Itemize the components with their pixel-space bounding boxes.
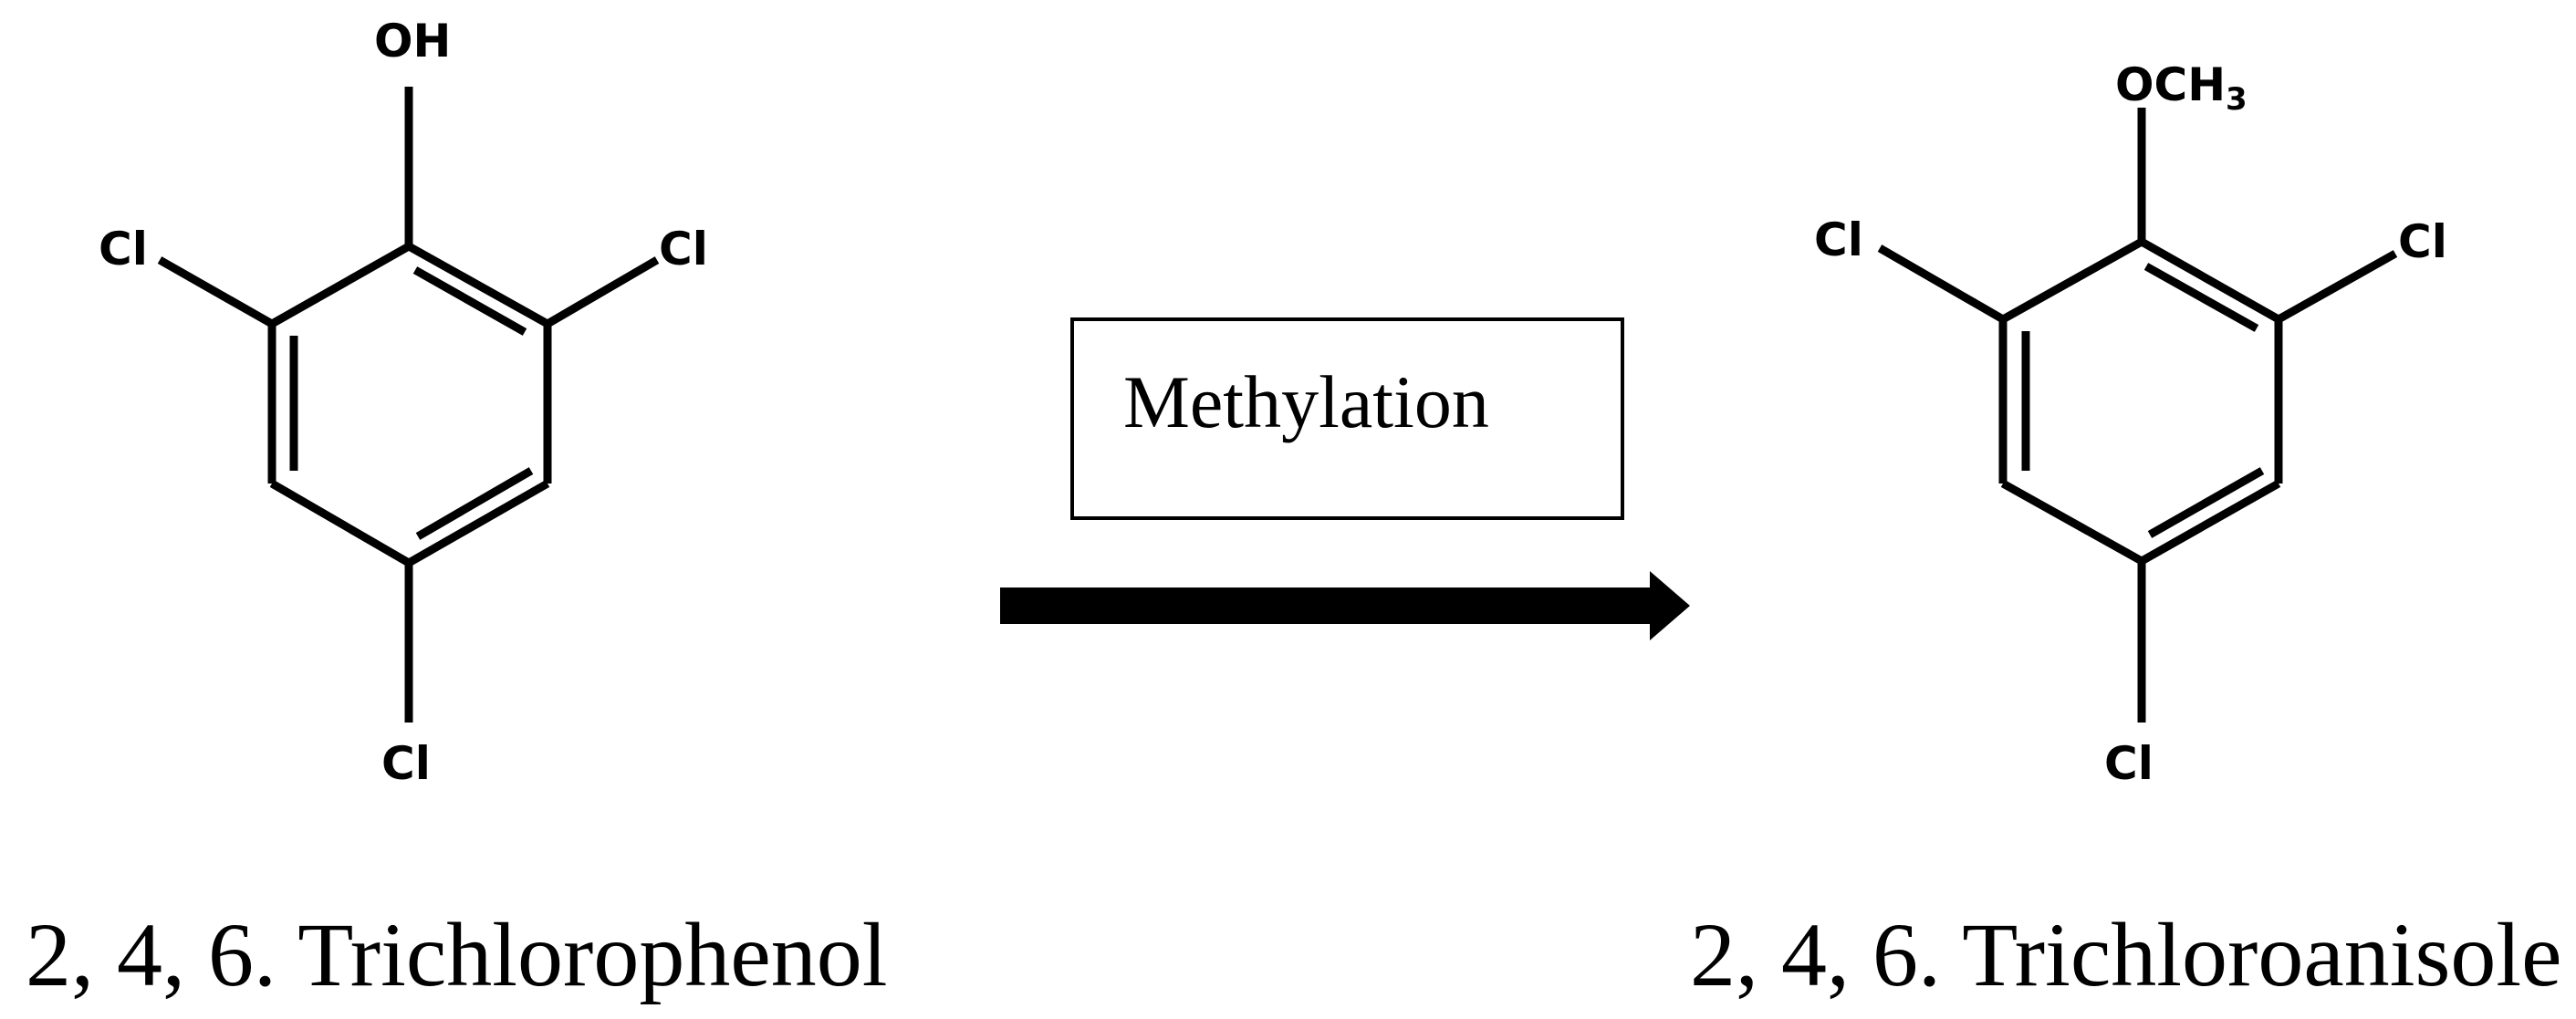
reactant-cl-right-bond bbox=[545, 256, 660, 328]
reactant-cl-right-label: Cl bbox=[659, 223, 708, 276]
reactant-oh-label: OH bbox=[374, 15, 451, 68]
reaction-arrow-head bbox=[1650, 571, 1690, 640]
product-och3-main: OCH bbox=[2115, 58, 2226, 111]
product-cl-bottom-label: Cl bbox=[2104, 737, 2154, 790]
product-name: 2, 4, 6. Trichloroanisole bbox=[1690, 904, 2562, 1005]
reagent-box bbox=[1070, 317, 1624, 520]
reactant-structure: OH Cl Cl Cl bbox=[99, 15, 708, 790]
reaction-arrow-shaft bbox=[1000, 587, 1659, 624]
product-cl-left-bond bbox=[1877, 244, 2006, 323]
reactant-cl-bottom-label: Cl bbox=[381, 737, 431, 790]
reaction-conditions: Methylation bbox=[1070, 317, 1624, 520]
product-och3-label: OCH3 bbox=[2115, 58, 2247, 118]
reactant-cl-left-bond bbox=[157, 256, 275, 328]
reactant-cl-left-label: Cl bbox=[99, 223, 148, 276]
reaction-arrow bbox=[1000, 571, 1690, 640]
product-ring bbox=[1998, 238, 2283, 565]
reactant-name: 2, 4, 6. Trichlorophenol bbox=[26, 904, 887, 1005]
product-och3-subscript: 3 bbox=[2226, 81, 2247, 118]
product-structure: OCH3 Cl Cl Cl bbox=[1814, 58, 2447, 790]
product-cl-left-label: Cl bbox=[1814, 213, 1863, 266]
product-cl-right-bond bbox=[2276, 250, 2398, 323]
reagent-label: Methylation bbox=[1123, 360, 1489, 443]
product-cl-right-label: Cl bbox=[2398, 215, 2447, 268]
reactant-ring bbox=[267, 243, 552, 567]
